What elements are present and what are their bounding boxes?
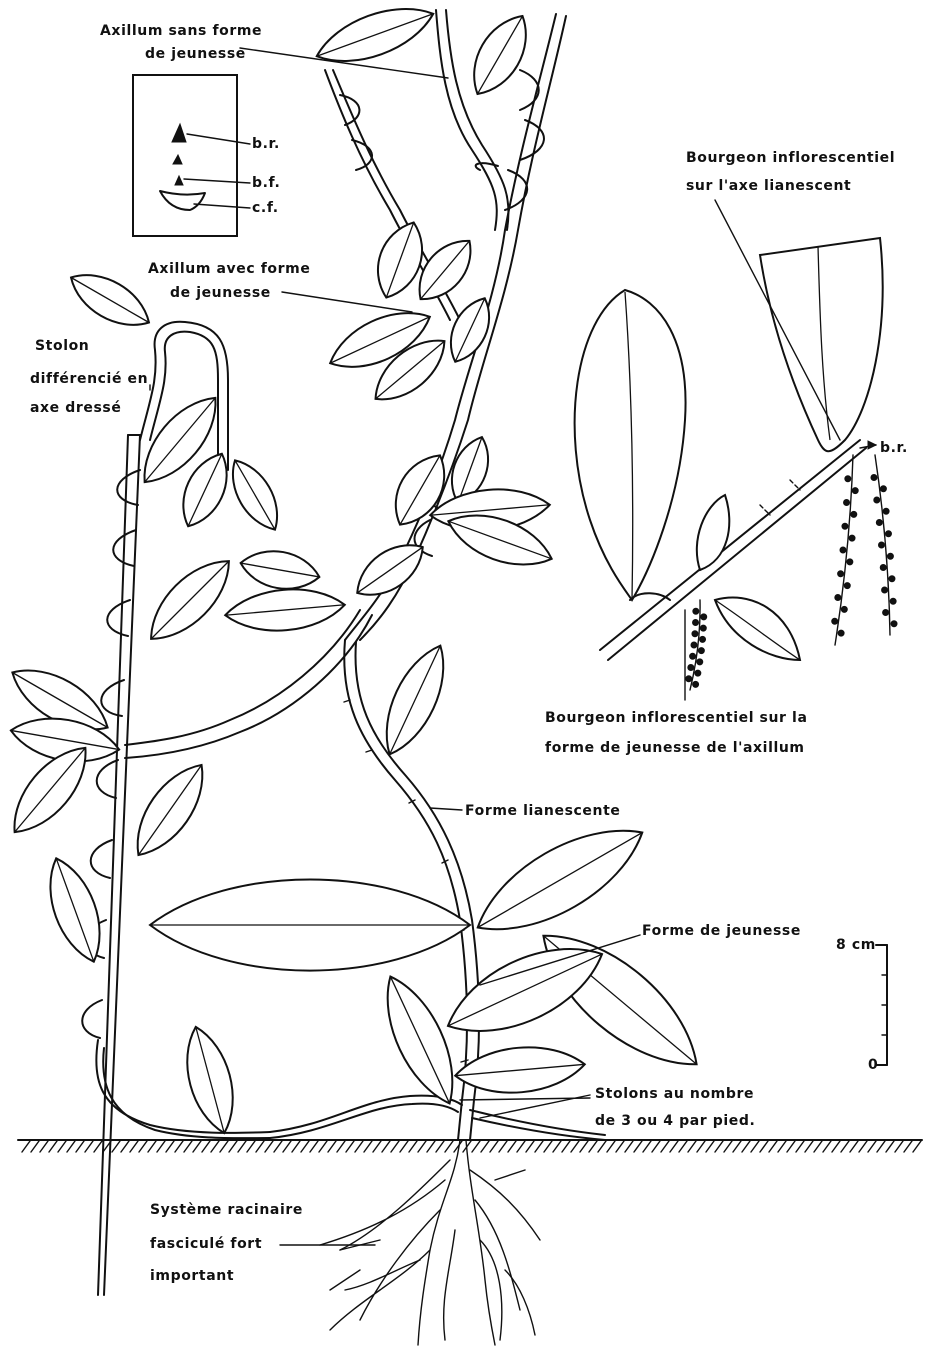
label-racine-3: important <box>150 1268 234 1284</box>
label-stolons-1: Stolons au nombre <box>595 1086 754 1102</box>
label-axillum-avec-2: de jeunesse <box>170 285 271 301</box>
leaf <box>62 262 158 339</box>
leaf <box>223 585 346 636</box>
label-forme-lianescente: Forme lianescente <box>465 803 620 819</box>
label-inset-bf: b.f. <box>252 175 280 191</box>
label-racine-1: Système racinaire <box>150 1202 303 1218</box>
leaf <box>370 967 470 1113</box>
leaf <box>441 291 500 368</box>
root-system <box>320 1140 540 1345</box>
label-stolon-2: différencié en <box>30 371 148 387</box>
label-racine-2: fasciculé fort <box>150 1236 262 1252</box>
label-bourgeon-lian-2: sur l'axe lianescent <box>686 178 851 194</box>
label-bourgeon-lian-1: Bourgeon inflorescentiel <box>686 150 895 166</box>
label-stolon-3: axe dressé <box>30 400 121 416</box>
leaf-group <box>0 0 717 1138</box>
leaf <box>237 545 322 595</box>
scale-bar <box>876 945 887 1065</box>
leaf <box>221 452 289 537</box>
leaf <box>310 0 440 75</box>
leaf <box>122 753 218 866</box>
scale-bottom-label: 0 <box>868 1057 878 1073</box>
inset-box <box>133 75 250 236</box>
label-detail-br: b.r. <box>880 440 908 456</box>
support-stake <box>98 435 140 1295</box>
label-forme-jeunesse: Forme de jeunesse <box>642 923 801 939</box>
label-axillum-avec-1: Axillum avec forme <box>148 261 310 277</box>
label-stolons-2: de 3 ou 4 par pied. <box>595 1113 755 1129</box>
leaf <box>37 851 113 968</box>
label-bourgeon-jeun-2: forme de jeunesse de l'axillum <box>545 740 805 756</box>
label-inset-cf: c.f. <box>252 200 279 216</box>
ground-line <box>18 1140 922 1152</box>
detail-drawing <box>575 238 897 690</box>
leaf <box>150 879 470 970</box>
label-stolon-1: Stolon <box>35 338 89 354</box>
label-axillum-sans-2: de jeunesse <box>145 46 246 62</box>
leaf <box>460 6 540 104</box>
leaf <box>371 637 458 763</box>
leaf <box>137 547 243 653</box>
label-inset-br: b.r. <box>252 136 280 152</box>
leaf <box>453 1042 586 1098</box>
label-bourgeon-jeun-1: Bourgeon inflorescentiel sur la <box>545 710 808 726</box>
leaf <box>176 1022 244 1139</box>
scale-top-label: 8 cm <box>836 937 876 953</box>
label-axillum-sans-1: Axillum sans forme <box>100 23 262 39</box>
leaf <box>463 806 658 954</box>
